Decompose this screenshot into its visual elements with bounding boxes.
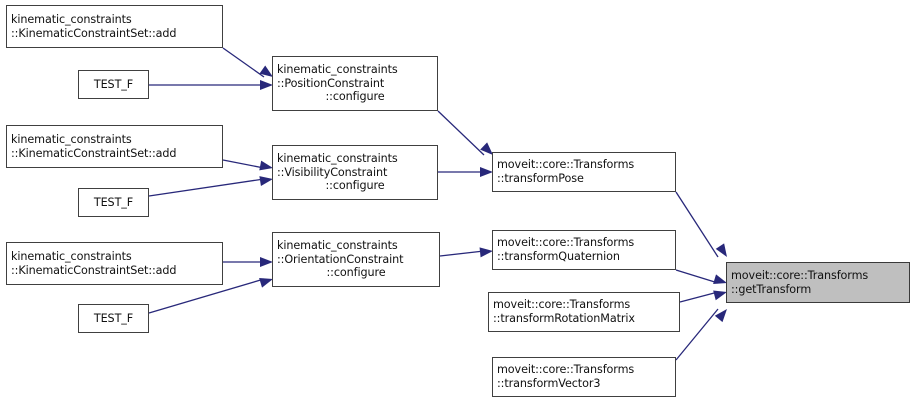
node-kcs_add_2[interactable]: kinematic_constraints::KinematicConstrai… [6,125,223,168]
arrowhead [714,309,727,323]
edge-kcs_add_1-to-position_constraint_configure [222,47,273,78]
edge-orientation_constraint_configure-to-transform_quaternion [439,247,493,258]
node-test_f_1[interactable]: TEST_F [78,70,149,99]
node-label-line: ::transformRotationMatrix [493,312,635,325]
node-transform_pose[interactable]: moveit::core::Transforms::transformPose [492,152,676,192]
edge-transform_quaternion-to-get_transform [675,269,727,284]
node-label-line: kinematic_constraints [11,12,132,26]
node-test_f_2[interactable]: TEST_F [78,188,149,217]
node-label-line: kinematic_constraints [277,63,398,77]
edge-visibility_constraint_configure-to-transform_pose [438,167,493,177]
node-transform_quaternion[interactable]: moveit::core::Transforms::transformQuate… [492,230,676,270]
node-label-line: kinematic_constraints [11,249,132,263]
node-kcs_add_1[interactable]: kinematic_constraints::KinematicConstrai… [6,5,223,48]
node-label-line: moveit::core::Transforms [497,158,635,172]
node-visibility_constraint_configure[interactable]: kinematic_constraints::VisibilityConstra… [272,145,438,200]
node-label-line: moveit::core::Transforms [731,268,869,282]
node-label-line: moveit::core::Transforms [497,363,635,377]
edge-transform_pose-to-get_transform [675,191,727,258]
node-label-line: kinematic_constraints [277,152,398,166]
node-kcs_add_3[interactable]: kinematic_constraints::KinematicConstrai… [6,242,223,285]
node-transform_vector3[interactable]: moveit::core::Transforms::transformVecto… [492,357,676,397]
node-label-line: ::KinematicConstraintSet::add [11,263,177,277]
node-label-line: ::KinematicConstraintSet::add [11,26,177,40]
node-get_transform[interactable]: moveit::core::Transforms::getTransform [726,262,910,303]
node-label-line: ::VisibilityConstraint [277,165,388,179]
node-position_constraint_configure[interactable]: kinematic_constraints::PositionConstrain… [272,56,438,111]
node-label-line: ::transformVector3 [497,377,601,390]
edge-test_f_1-to-position_constraint_configure [149,80,273,90]
edge-transform_rotation_matrix-to-get_transform [679,290,727,303]
node-label-line: ::transformPose [497,172,584,185]
edge-kcs_add_3-to-orientation_constraint_configure [223,257,273,267]
edge-kcs_add_2-to-visibility_constraint_configure [222,159,273,171]
node-label-line: moveit::core::Transforms [497,236,635,250]
edge-position_constraint_configure-to-transform_pose [437,110,493,156]
node-label-line: moveit::core::Transforms [493,298,631,312]
edge-test_f_2-to-visibility_constraint_configure [148,176,273,197]
edge-transform_vector3-to-get_transform [675,308,727,361]
node-label-line: TEST_F [93,311,134,325]
node-label-line: TEST_F [93,195,134,209]
node-label-line: ::KinematicConstraintSet::add [11,146,177,160]
node-label-line: ::configure [325,90,385,104]
node-label-line: ::configure [326,266,386,280]
node-orientation_constraint_configure[interactable]: kinematic_constraints::OrientationConstr… [272,232,440,287]
node-label-line: TEST_F [93,77,134,91]
node-label-line: ::PositionConstraint [277,76,385,90]
node-label-line: ::OrientationConstraint [277,252,404,266]
node-label-line: kinematic_constraints [277,239,398,253]
node-label-line: ::getTransform [731,282,812,296]
node-label-line: ::configure [325,179,385,193]
node-test_f_3[interactable]: TEST_F [78,304,149,333]
arrowhead [715,243,727,257]
node-transform_rotation_matrix[interactable]: moveit::core::Transforms::transformRotat… [488,292,680,332]
node-label-line: ::transformQuaternion [497,250,620,263]
node-label-line: kinematic_constraints [11,132,132,146]
